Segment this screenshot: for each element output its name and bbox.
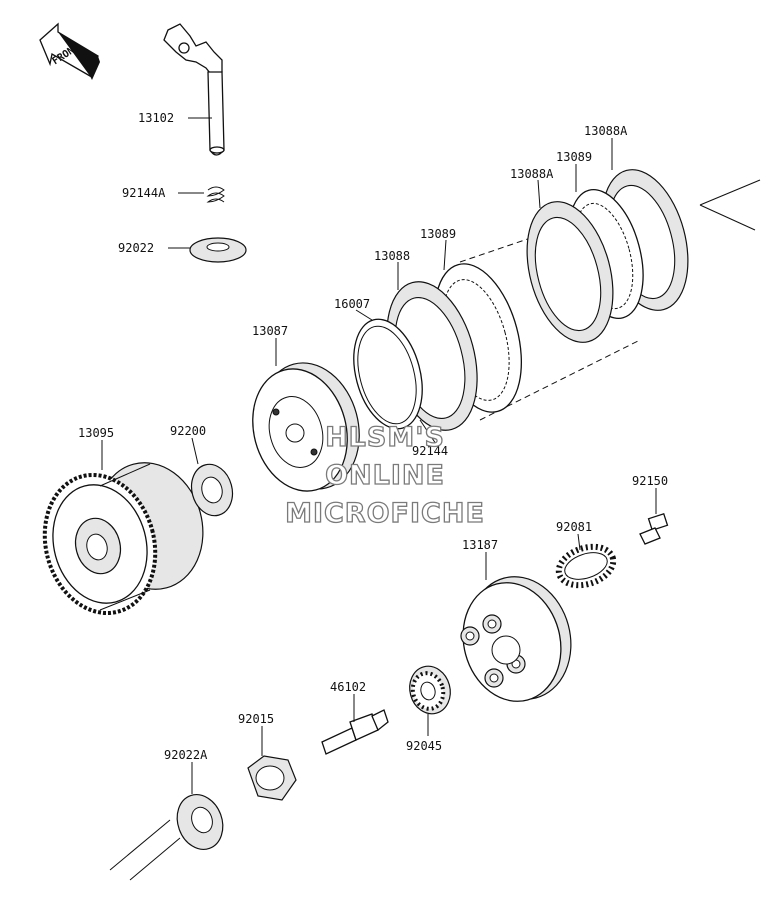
part-92022A-washer	[176, 794, 224, 850]
part-92150-bolt	[639, 513, 669, 545]
part-label: 92200	[170, 424, 206, 438]
part-label: 13088A	[510, 167, 554, 181]
part-13087-clutch-hub	[252, 362, 360, 492]
part-92015-nut	[247, 755, 297, 801]
part-13095-clutch-housing	[42, 462, 204, 616]
part-92081-spring	[555, 543, 617, 589]
part-92144A-spring	[206, 186, 225, 203]
part-label: 92081	[556, 520, 592, 534]
part-13088A-friction-plate-front	[526, 201, 614, 343]
watermark: HLSM'S ONLINE MICROFICHE	[284, 421, 485, 529]
part-label: 16007	[334, 297, 370, 311]
part-label: 13089	[556, 150, 592, 164]
part-label: 13088	[374, 249, 410, 263]
part-label: 13088A	[584, 124, 628, 138]
part-46102-push-rod	[321, 709, 389, 755]
part-label: 46102	[330, 680, 366, 694]
part-label: 92015	[238, 712, 274, 726]
part-label: 92150	[632, 474, 668, 488]
part-label: 92144A	[122, 186, 166, 200]
part-label: 13187	[462, 538, 498, 552]
part-92022-washer	[189, 237, 247, 263]
part-labels: 13102 92144A 92022 13088A 13089 13088A 1…	[78, 111, 668, 762]
part-label: 92022	[118, 241, 154, 255]
part-92200-washer	[190, 463, 234, 517]
part-label: 13095	[78, 426, 114, 440]
assembly-axis	[109, 179, 761, 881]
part-label: 13102	[138, 111, 174, 125]
leader-lines	[101, 117, 657, 794]
front-arrow: FRONT	[39, 22, 100, 80]
part-label: 13087	[252, 324, 288, 338]
watermark-line-1: HLSM'S	[325, 422, 445, 453]
part-label: 13089	[420, 227, 456, 241]
part-13102-shaft	[163, 23, 225, 156]
watermark-line-3: MICROFICHE	[285, 498, 485, 529]
watermark-line-2: ONLINE	[325, 460, 445, 491]
part-label: 92022A	[164, 748, 208, 762]
part-92045-bearing	[409, 665, 451, 715]
part-label: 92144	[412, 444, 448, 458]
part-16007-ring	[353, 318, 423, 430]
part-label: 92045	[406, 739, 442, 753]
part-13187-pressure-plate	[460, 576, 572, 702]
